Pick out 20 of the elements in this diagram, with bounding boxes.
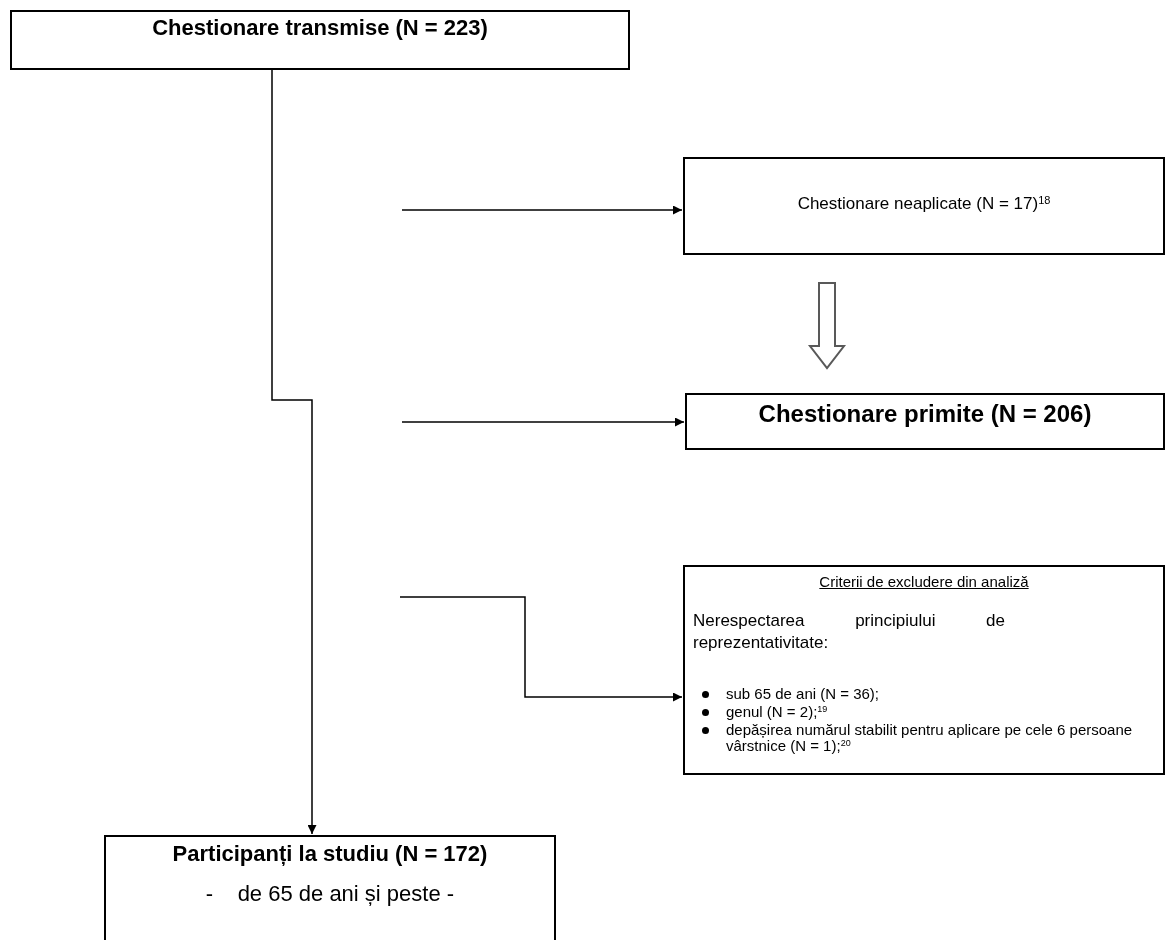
- arrow: [271, 69, 317, 835]
- process-box: [10, 10, 630, 70]
- process-box: [683, 157, 1165, 255]
- bullet-text: genul (N = 2);$^{19}$: [726, 703, 829, 720]
- process-box: [104, 835, 556, 940]
- process-box: [683, 565, 1165, 775]
- box-title: Chestionare primite (N = 206): [757, 399, 1093, 429]
- box-subtitle: - de 65 de ani și peste -: [204, 880, 456, 908]
- criterion-text: Nerespectarea principiului de reprezentativitate:: [693, 609, 1006, 654]
- bullet-text: sub 65 de ani (N = 36);: [726, 685, 880, 702]
- process-box: [685, 393, 1165, 450]
- arrow: [399, 596, 683, 702]
- bullet-text: depășirea numărul stabilit pentru aplicare pe cele 6 persoane vârstnice (N = 1);$^{20}$: [726, 721, 1134, 754]
- hollow-block-arrow: [807, 282, 847, 370]
- box-text: Chestionare neaplicate (N = 17)$^{18}$: [796, 192, 1052, 215]
- box-title: Participanți la studiu (N = 172): [171, 840, 489, 868]
- arrow: [401, 205, 683, 215]
- box-title: Chestionare transmise (N = 223): [151, 15, 489, 41]
- arrow: [401, 417, 685, 427]
- box-heading: Criterii de excludere din analiză: [818, 572, 1030, 592]
